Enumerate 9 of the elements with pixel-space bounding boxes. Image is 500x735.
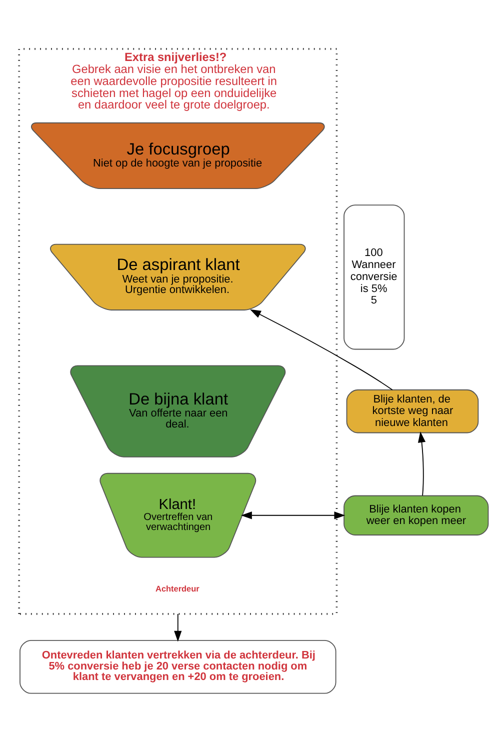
node-box: Blije klanten, de kortste weg naar nieuwe klanten (346, 389, 479, 434)
arrow (250, 309, 393, 390)
arrow (418, 432, 426, 496)
arrow (240, 512, 346, 520)
node-box: Ontevreden klanten vertrekken via de achterdeur. Bij 5% conversie heb je 20 verse contacten nodig om klant te vervangen en +20 om te groeien. (20, 640, 336, 694)
node-box: Blije klanten kopen weer en kopen meer (344, 495, 489, 536)
node-box: 100 Wanneer conversie is 5% 5 (344, 204, 405, 350)
label: Achterdeur (156, 584, 200, 594)
arrow (174, 613, 182, 642)
